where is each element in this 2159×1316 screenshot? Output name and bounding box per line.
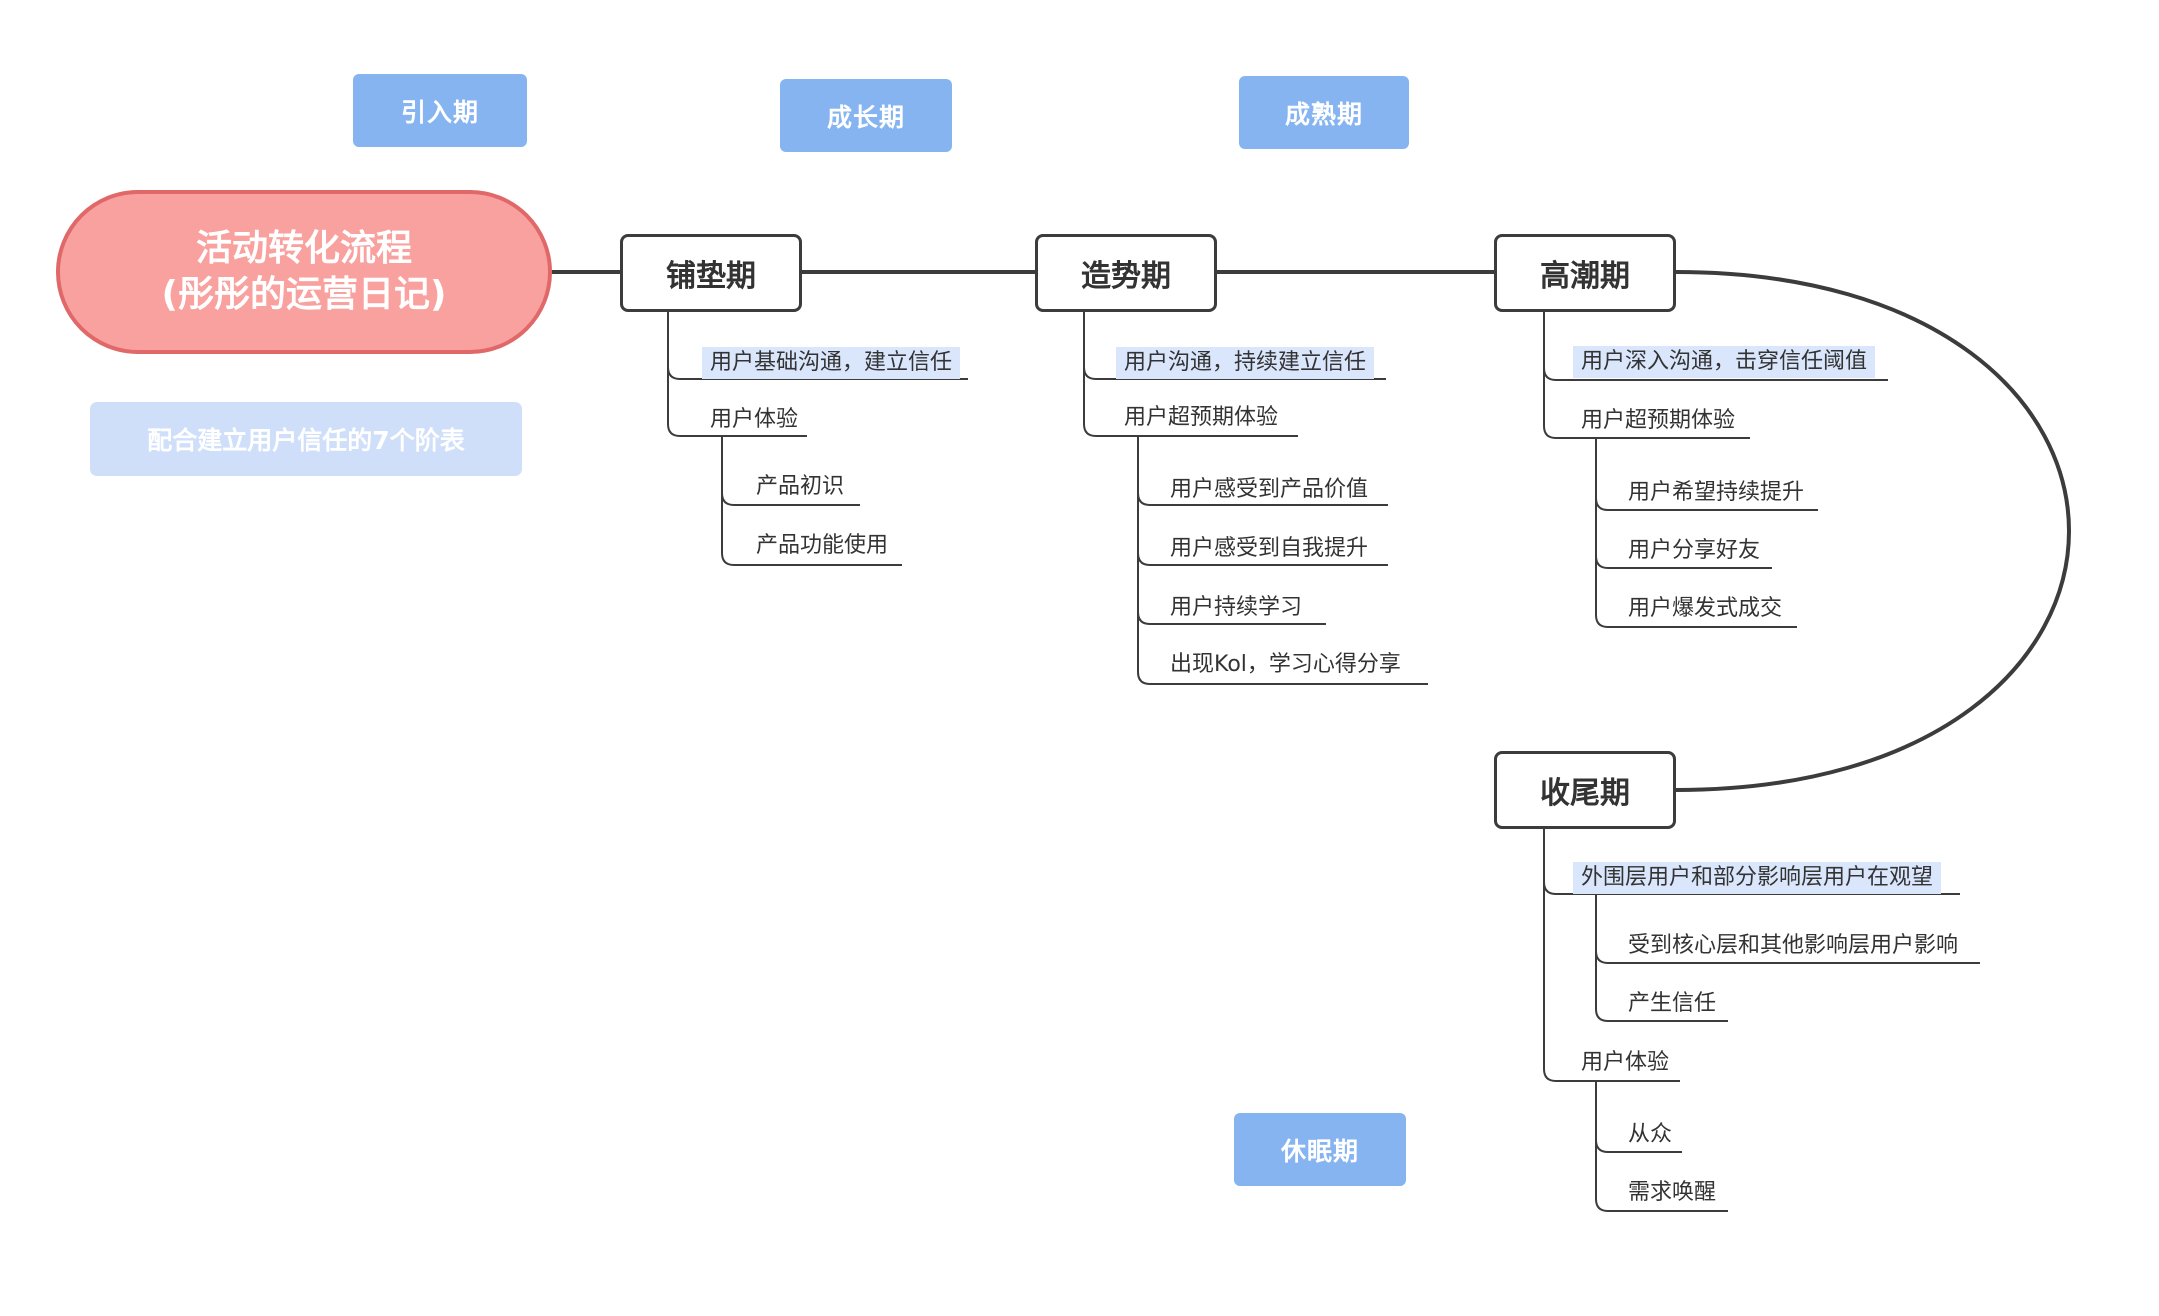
topic-zaoshi-2[interactable]: 用户超预期体验 [1124,405,1279,430]
root-title: 活动转化流程 [195,228,412,269]
subtopic-zaoshi-2-1[interactable]: 用户感受到产品价值 [1170,477,1369,502]
subtopic-pudian-2-1[interactable]: 产品初识 [756,474,845,499]
root-subtitle: (彤彤的运营日记) [161,274,447,315]
branch-pudian-2-2 [721,436,902,566]
subtopic-pudian-2-2[interactable]: 产品功能使用 [756,533,889,558]
phase-label-dormant[interactable]: 休眠期 [1234,1113,1406,1186]
stage-node-gaochao[interactable]: 高潮期 [1494,234,1676,312]
topic-shouwei-1[interactable]: 外围层用户和部分影响层用户在观望 [1573,862,1942,894]
branch-shouwei-2 [1543,829,1680,1082]
subtopic-gaochao-2-3[interactable]: 用户爆发式成交 [1628,596,1783,621]
subtopic-zaoshi-2-4[interactable]: 出现Kol，学习心得分享 [1170,652,1401,677]
subtopic-zaoshi-2-2[interactable]: 用户感受到自我提升 [1170,536,1369,561]
subtopic-gaochao-2-1[interactable]: 用户希望持续提升 [1628,480,1805,505]
note-callout[interactable]: 配合建立用户信任的7个阶表 [90,402,522,476]
phase-label-growth[interactable]: 成长期 [780,79,952,152]
stage-node-zaoshi[interactable]: 造势期 [1035,234,1217,312]
stage-node-pudian[interactable]: 铺垫期 [620,234,802,312]
topic-shouwei-2[interactable]: 用户体验 [1581,1050,1670,1075]
topic-gaochao-2[interactable]: 用户超预期体验 [1581,408,1736,433]
subtopic-shouwei-2-2[interactable]: 需求唤醒 [1628,1180,1717,1205]
curve-gaochao-to-shouwei [1675,270,2071,792]
subtopic-shouwei-1-2[interactable]: 产生信任 [1628,991,1717,1016]
branch-zaoshi-2 [1083,312,1298,437]
branch-shouwei-1-2 [1595,894,1728,1022]
subtopic-shouwei-2-1[interactable]: 从众 [1628,1122,1673,1147]
stage-node-shouwei[interactable]: 收尾期 [1494,751,1676,829]
branch-pudian-2 [667,312,807,437]
topic-pudian-1[interactable]: 用户基础沟通，建立信任 [702,347,961,379]
subtopic-zaoshi-2-3[interactable]: 用户持续学习 [1170,595,1303,620]
branch-gaochao-2 [1543,312,1750,439]
branch-gaochao-2-3 [1595,438,1797,628]
phase-label-intro[interactable]: 引入期 [353,74,527,147]
phase-label-mature[interactable]: 成熟期 [1239,76,1409,149]
branch-shouwei-2-2 [1595,1081,1728,1212]
subtopic-gaochao-2-2[interactable]: 用户分享好友 [1628,538,1761,563]
topic-zaoshi-1[interactable]: 用户沟通，持续建立信任 [1116,347,1375,379]
root-node[interactable]: 活动转化流程 (彤彤的运营日记) [56,190,552,354]
subtopic-shouwei-1-1[interactable]: 受到核心层和其他影响层用户影响 [1628,933,1959,958]
branch-zaoshi-2-4 [1137,436,1428,685]
topic-pudian-2[interactable]: 用户体验 [710,407,799,432]
topic-gaochao-1[interactable]: 用户深入沟通，击穿信任阈值 [1573,346,1876,378]
